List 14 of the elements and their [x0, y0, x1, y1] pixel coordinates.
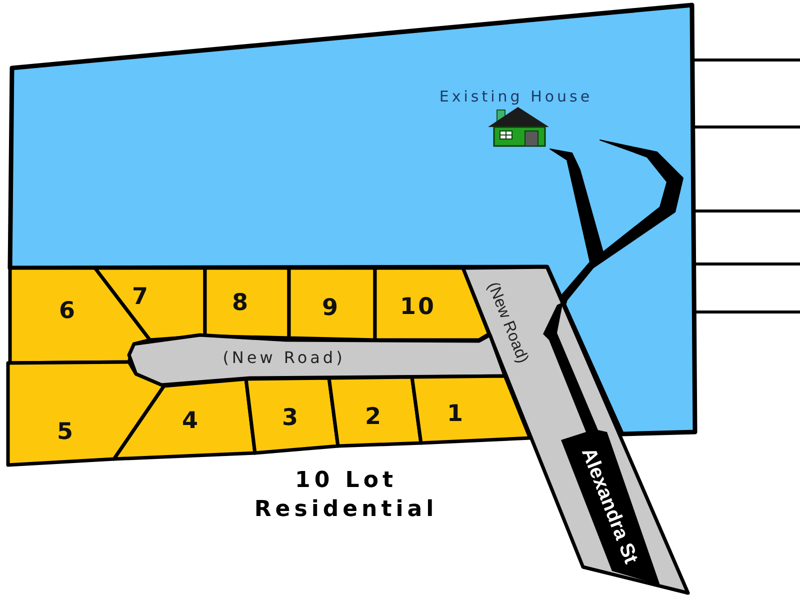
lot-number: 6	[59, 298, 77, 324]
lot-number: 7	[132, 284, 150, 310]
lot-number: 1	[447, 400, 465, 428]
plan-title: 10 Lot Residential	[253, 467, 439, 524]
lot-number: 9	[322, 294, 340, 322]
lot-number: 8	[232, 290, 250, 316]
lot-number: 10	[400, 294, 436, 320]
lot-number: 5	[57, 418, 75, 446]
road-name: (New Road)	[483, 280, 532, 366]
lot-number: 2	[365, 404, 383, 430]
lot-number: 3	[282, 404, 300, 432]
lot-number: 4	[182, 408, 200, 434]
parcel-label: Existing House	[439, 88, 593, 106]
road-name: (New Road)	[222, 348, 346, 368]
